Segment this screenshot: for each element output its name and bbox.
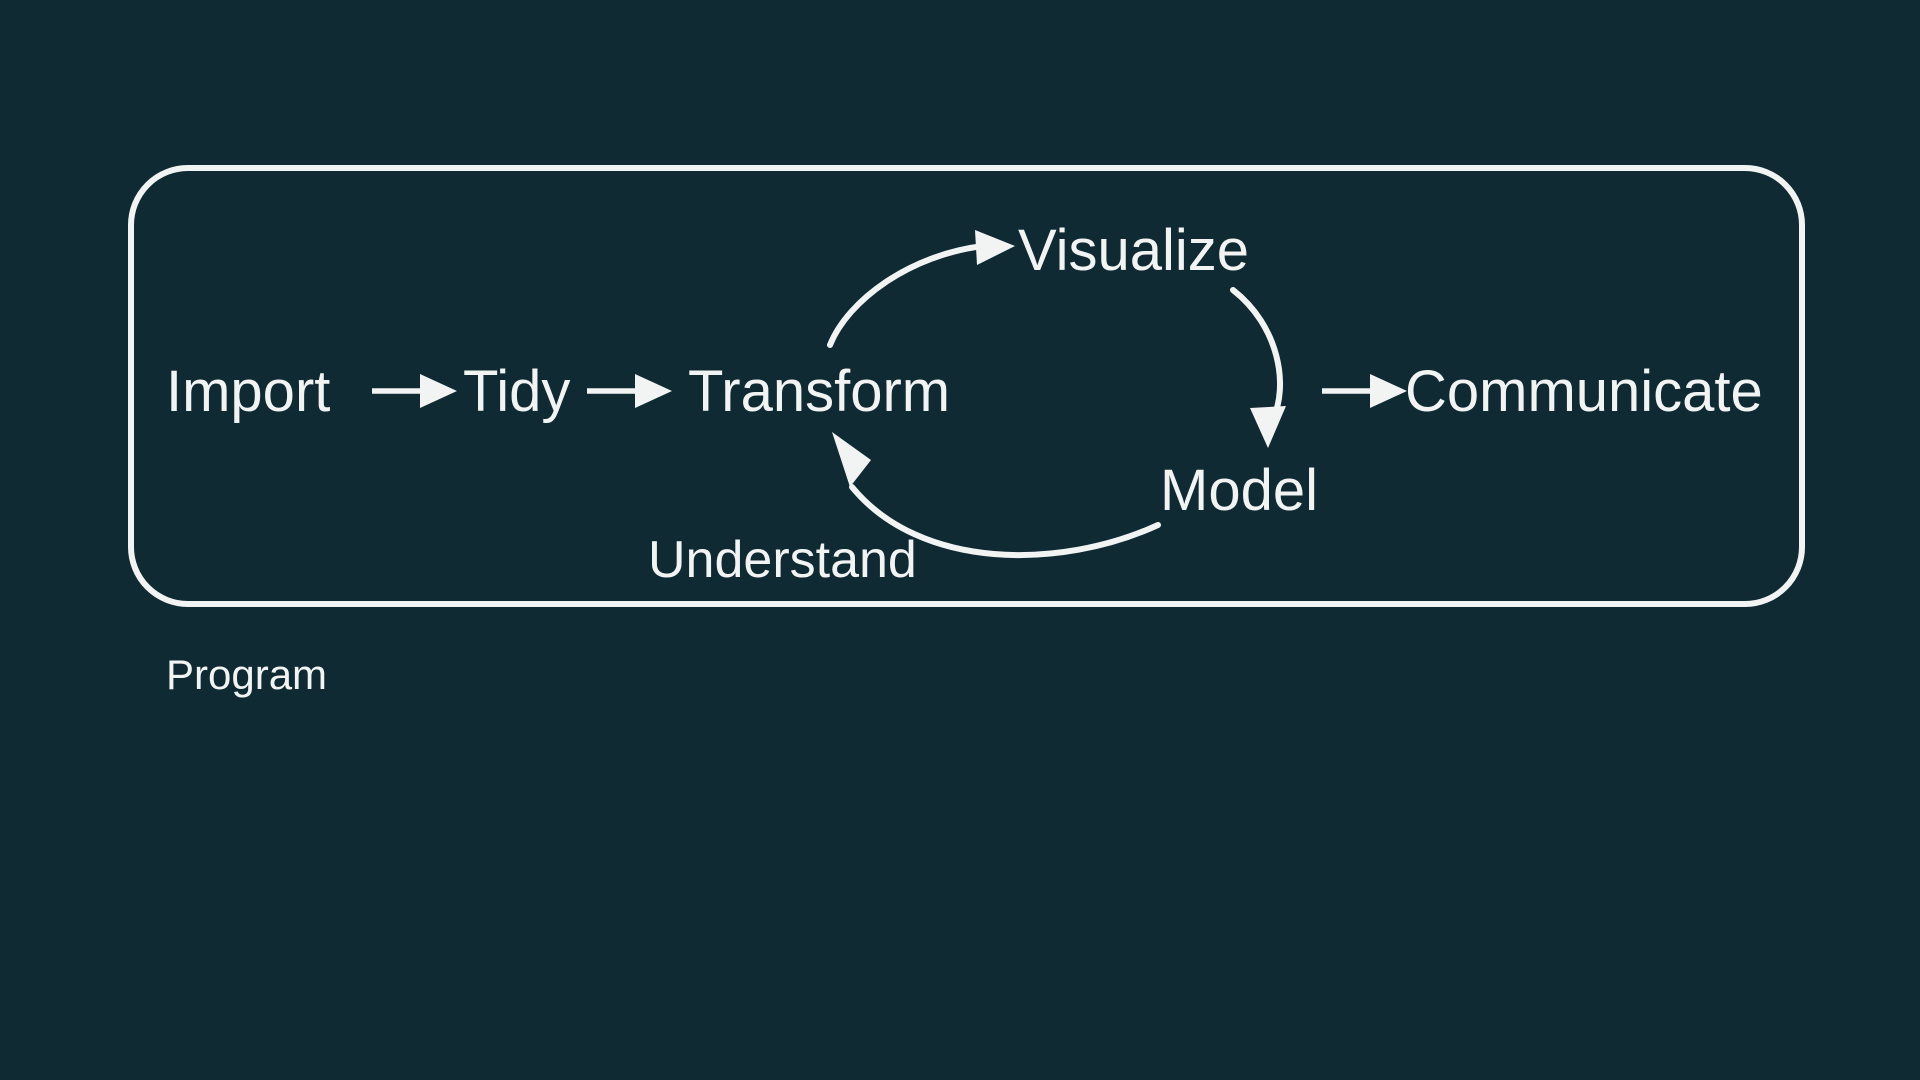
arrow-visualize-to-model (1230, 287, 1286, 448)
node-label-transform: Transform (688, 359, 950, 424)
arrow-model-to-communicate (1322, 374, 1407, 408)
arrow-transform-to-visualize (827, 230, 1015, 348)
program-label: Program (166, 651, 327, 698)
cycle-label-understand: Understand (648, 531, 917, 589)
node-label-visualize: Visualize (1018, 218, 1249, 283)
arrow-tidy-to-transform (587, 374, 672, 408)
node-label-import: Import (166, 359, 330, 424)
arrow-import-to-tidy (372, 374, 457, 408)
program-container-box (128, 165, 1805, 607)
node-label-communicate: Communicate (1405, 359, 1763, 424)
node-label-tidy: Tidy (463, 359, 570, 424)
arrow-model-to-transform (832, 432, 1161, 559)
node-label-model: Model (1160, 458, 1318, 523)
